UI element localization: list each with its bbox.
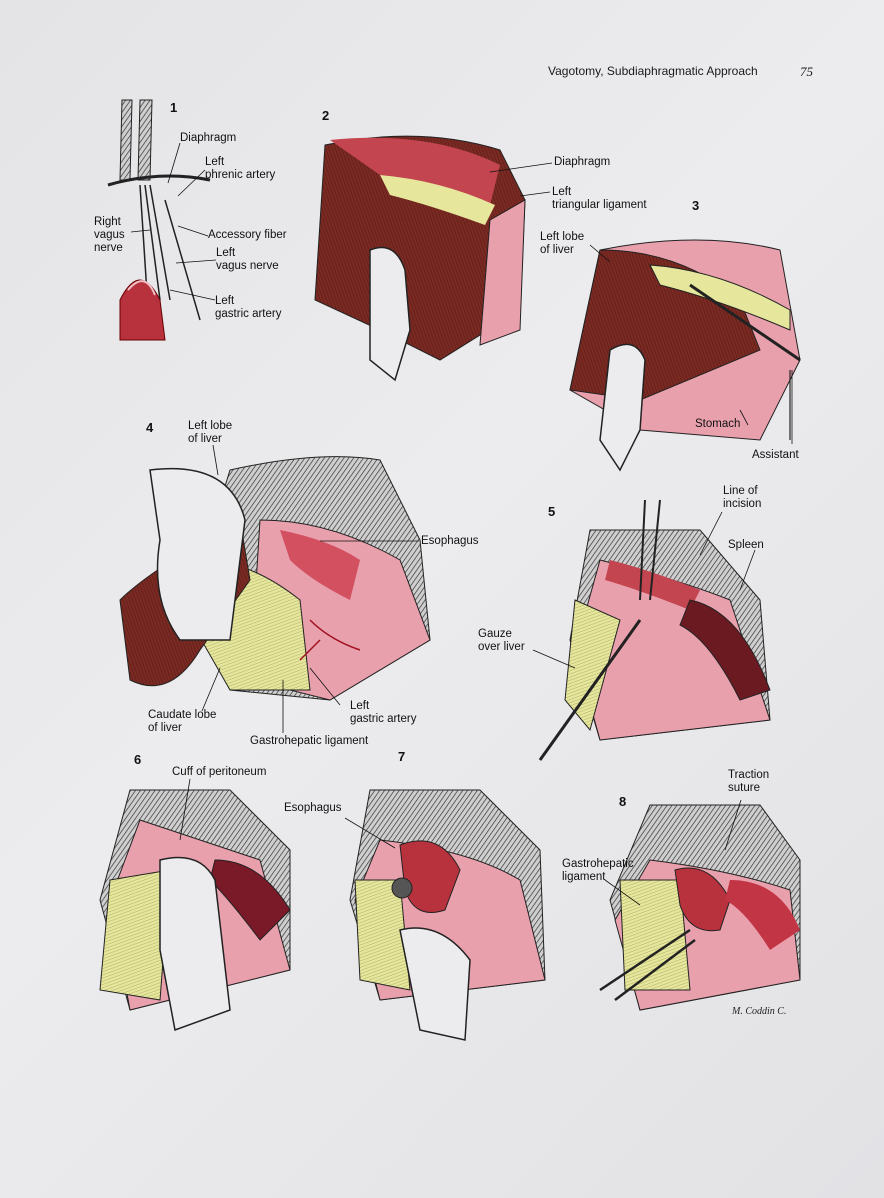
label-esophagus-7: Esophagus bbox=[284, 802, 342, 814]
figure-7-drawing bbox=[349, 789, 546, 1041]
figure-2-number: 2 bbox=[322, 108, 330, 123]
figure-1-number: 1 bbox=[170, 100, 178, 115]
label-esophagus-4: Esophagus bbox=[421, 535, 479, 547]
leader-lines bbox=[130, 142, 793, 906]
label-left-gastric-artery-4: Left gastric artery bbox=[350, 700, 417, 725]
label-gauze-over-liver: Gauze over liver bbox=[478, 628, 525, 653]
label-right-vagus-nerve: Right vagus nerve bbox=[94, 216, 125, 254]
label-line-of-incision: Line of incision bbox=[723, 485, 762, 510]
label-gastrohepatic-ligament-4: Gastrohepatic ligament bbox=[250, 735, 369, 747]
figure-3-drawing bbox=[569, 239, 801, 472]
label-left-phrenic-artery: Left phrenic artery bbox=[205, 156, 276, 181]
running-header-title: Vagotomy, Subdiaphragmatic Approach bbox=[548, 64, 758, 78]
figure-6-drawing bbox=[99, 789, 291, 1032]
figure-5-drawing bbox=[538, 499, 771, 761]
label-diaphragm: Diaphragm bbox=[180, 132, 237, 144]
page-number: 75 bbox=[800, 64, 813, 79]
figure-5-number: 5 bbox=[548, 504, 556, 519]
label-accessory-fiber: Accessory fiber bbox=[208, 229, 287, 241]
figure-4-number: 4 bbox=[146, 420, 154, 435]
label-gastrohepatic-ligament-8: Gastrohepatic ligament bbox=[562, 858, 634, 883]
figure-7-number: 7 bbox=[398, 749, 406, 764]
figure-1-drawing bbox=[107, 99, 211, 341]
label-spleen: Spleen bbox=[728, 539, 764, 551]
label-diaphragm-2: Diaphragm bbox=[554, 156, 611, 168]
figure-2-drawing bbox=[314, 135, 526, 382]
label-left-triangular-ligament: Left triangular ligament bbox=[552, 186, 647, 211]
figure-8-drawing bbox=[599, 804, 801, 1011]
figure-6-number: 6 bbox=[134, 752, 142, 767]
label-left-lobe-of-liver-3: Left lobe of liver bbox=[540, 231, 585, 256]
label-left-vagus-nerve: Left vagus nerve bbox=[216, 247, 279, 272]
artist-signature: M. Coddin C. bbox=[732, 1006, 787, 1017]
label-stomach: Stomach bbox=[695, 418, 741, 430]
label-caudate-lobe: Caudate lobe of liver bbox=[148, 709, 217, 734]
figure-4-drawing bbox=[119, 456, 431, 701]
label-cuff-of-peritoneum: Cuff of peritoneum bbox=[172, 766, 267, 778]
label-left-lobe-of-liver-4: Left lobe of liver bbox=[188, 420, 233, 445]
label-traction-suture: Traction suture bbox=[728, 769, 770, 794]
label-assistant: Assistant bbox=[752, 449, 799, 461]
figure-3-number: 3 bbox=[692, 198, 700, 213]
figure-8-number: 8 bbox=[619, 794, 627, 809]
label-left-gastric-artery: Left gastric artery bbox=[215, 295, 282, 320]
